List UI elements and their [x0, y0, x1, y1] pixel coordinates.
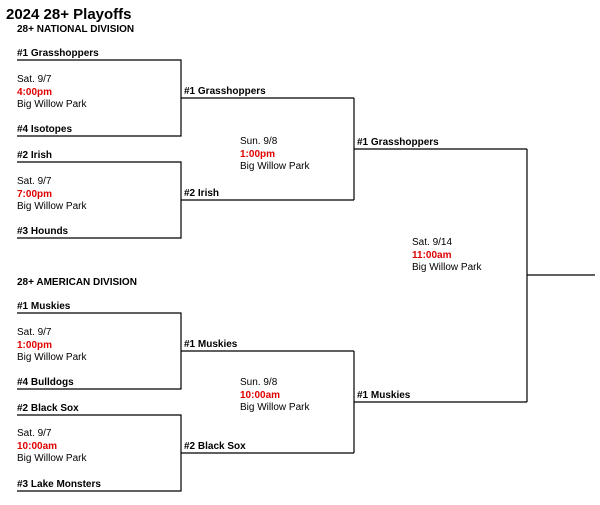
team-slot: #3 Lake Monsters — [17, 479, 101, 490]
game-info: Sat. 9/7 10:00am Big Willow Park — [17, 428, 86, 466]
game-date: Sat. 9/14 — [412, 237, 453, 248]
team-slot: #1 Muskies — [17, 301, 71, 312]
game-date: Sat. 9/7 — [17, 327, 52, 338]
bracket-line-nat-g2 — [17, 161, 354, 239]
bracket-line-final — [526, 149, 595, 402]
semi-game-info: Sun. 9/8 10:00am Big Willow Park — [240, 377, 309, 415]
bracket-line-nat-semi — [353, 98, 527, 200]
game-date: Sat. 9/7 — [17, 176, 52, 187]
game-time: 1:00pm — [17, 339, 53, 351]
game-info: Sat. 9/7 4:00pm Big Willow Park — [17, 74, 86, 112]
game-venue: Big Willow Park — [240, 161, 310, 172]
national-division-label: 28+ NATIONAL DIVISION — [17, 24, 135, 35]
game-time: 11:00am — [412, 249, 452, 261]
team-slot: #4 Bulldogs — [17, 377, 74, 388]
advancing-team: #2 Irish — [184, 188, 220, 199]
team-slot: #4 Isotopes — [17, 124, 73, 135]
semi-game-info: Sun. 9/8 1:00pm Big Willow Park — [240, 136, 309, 174]
game-date: Sat. 9/7 — [17, 74, 52, 85]
bracket-line-am-g2 — [17, 414, 354, 492]
team-slot: #1 Grasshoppers — [17, 48, 99, 59]
game-venue: Big Willow Park — [17, 201, 87, 212]
advancing-team: #1 Muskies — [184, 339, 238, 350]
game-info: Sat. 9/7 7:00pm Big Willow Park — [17, 176, 86, 214]
game-venue: Big Willow Park — [412, 262, 482, 273]
game-venue: Big Willow Park — [17, 352, 87, 363]
game-time: 10:00am — [17, 440, 58, 452]
american-division-label: 28+ AMERICAN DIVISION — [17, 277, 137, 288]
game-time: 7:00pm — [17, 188, 53, 200]
team-slot: #3 Hounds — [17, 226, 69, 237]
page-title: 2024 28+ Playoffs — [6, 6, 132, 23]
game-venue: Big Willow Park — [17, 453, 87, 464]
advancing-team: #2 Black Sox — [184, 441, 246, 452]
game-date: Sun. 9/8 — [240, 136, 278, 147]
team-slot: #2 Black Sox — [17, 403, 79, 414]
game-time: 10:00am — [240, 389, 281, 401]
bracket-line-am-semi — [353, 351, 527, 453]
advancing-team: #1 Grasshoppers — [184, 86, 266, 97]
final-game-info: Sat. 9/14 11:00am Big Willow Park — [412, 237, 481, 275]
game-venue: Big Willow Park — [240, 402, 310, 413]
bracket-line-am-g1 — [17, 312, 354, 390]
game-info: Sat. 9/7 1:00pm Big Willow Park — [17, 327, 86, 365]
team-slot: #2 Irish — [17, 150, 53, 161]
division-champion: #1 Grasshoppers — [357, 137, 439, 148]
game-time: 1:00pm — [240, 148, 276, 160]
game-time: 4:00pm — [17, 86, 53, 98]
game-date: Sun. 9/8 — [240, 377, 278, 388]
bracket-line-nat-g1 — [17, 59, 354, 137]
division-champion: #1 Muskies — [357, 390, 411, 401]
game-date: Sat. 9/7 — [17, 428, 52, 439]
game-venue: Big Willow Park — [17, 99, 87, 110]
